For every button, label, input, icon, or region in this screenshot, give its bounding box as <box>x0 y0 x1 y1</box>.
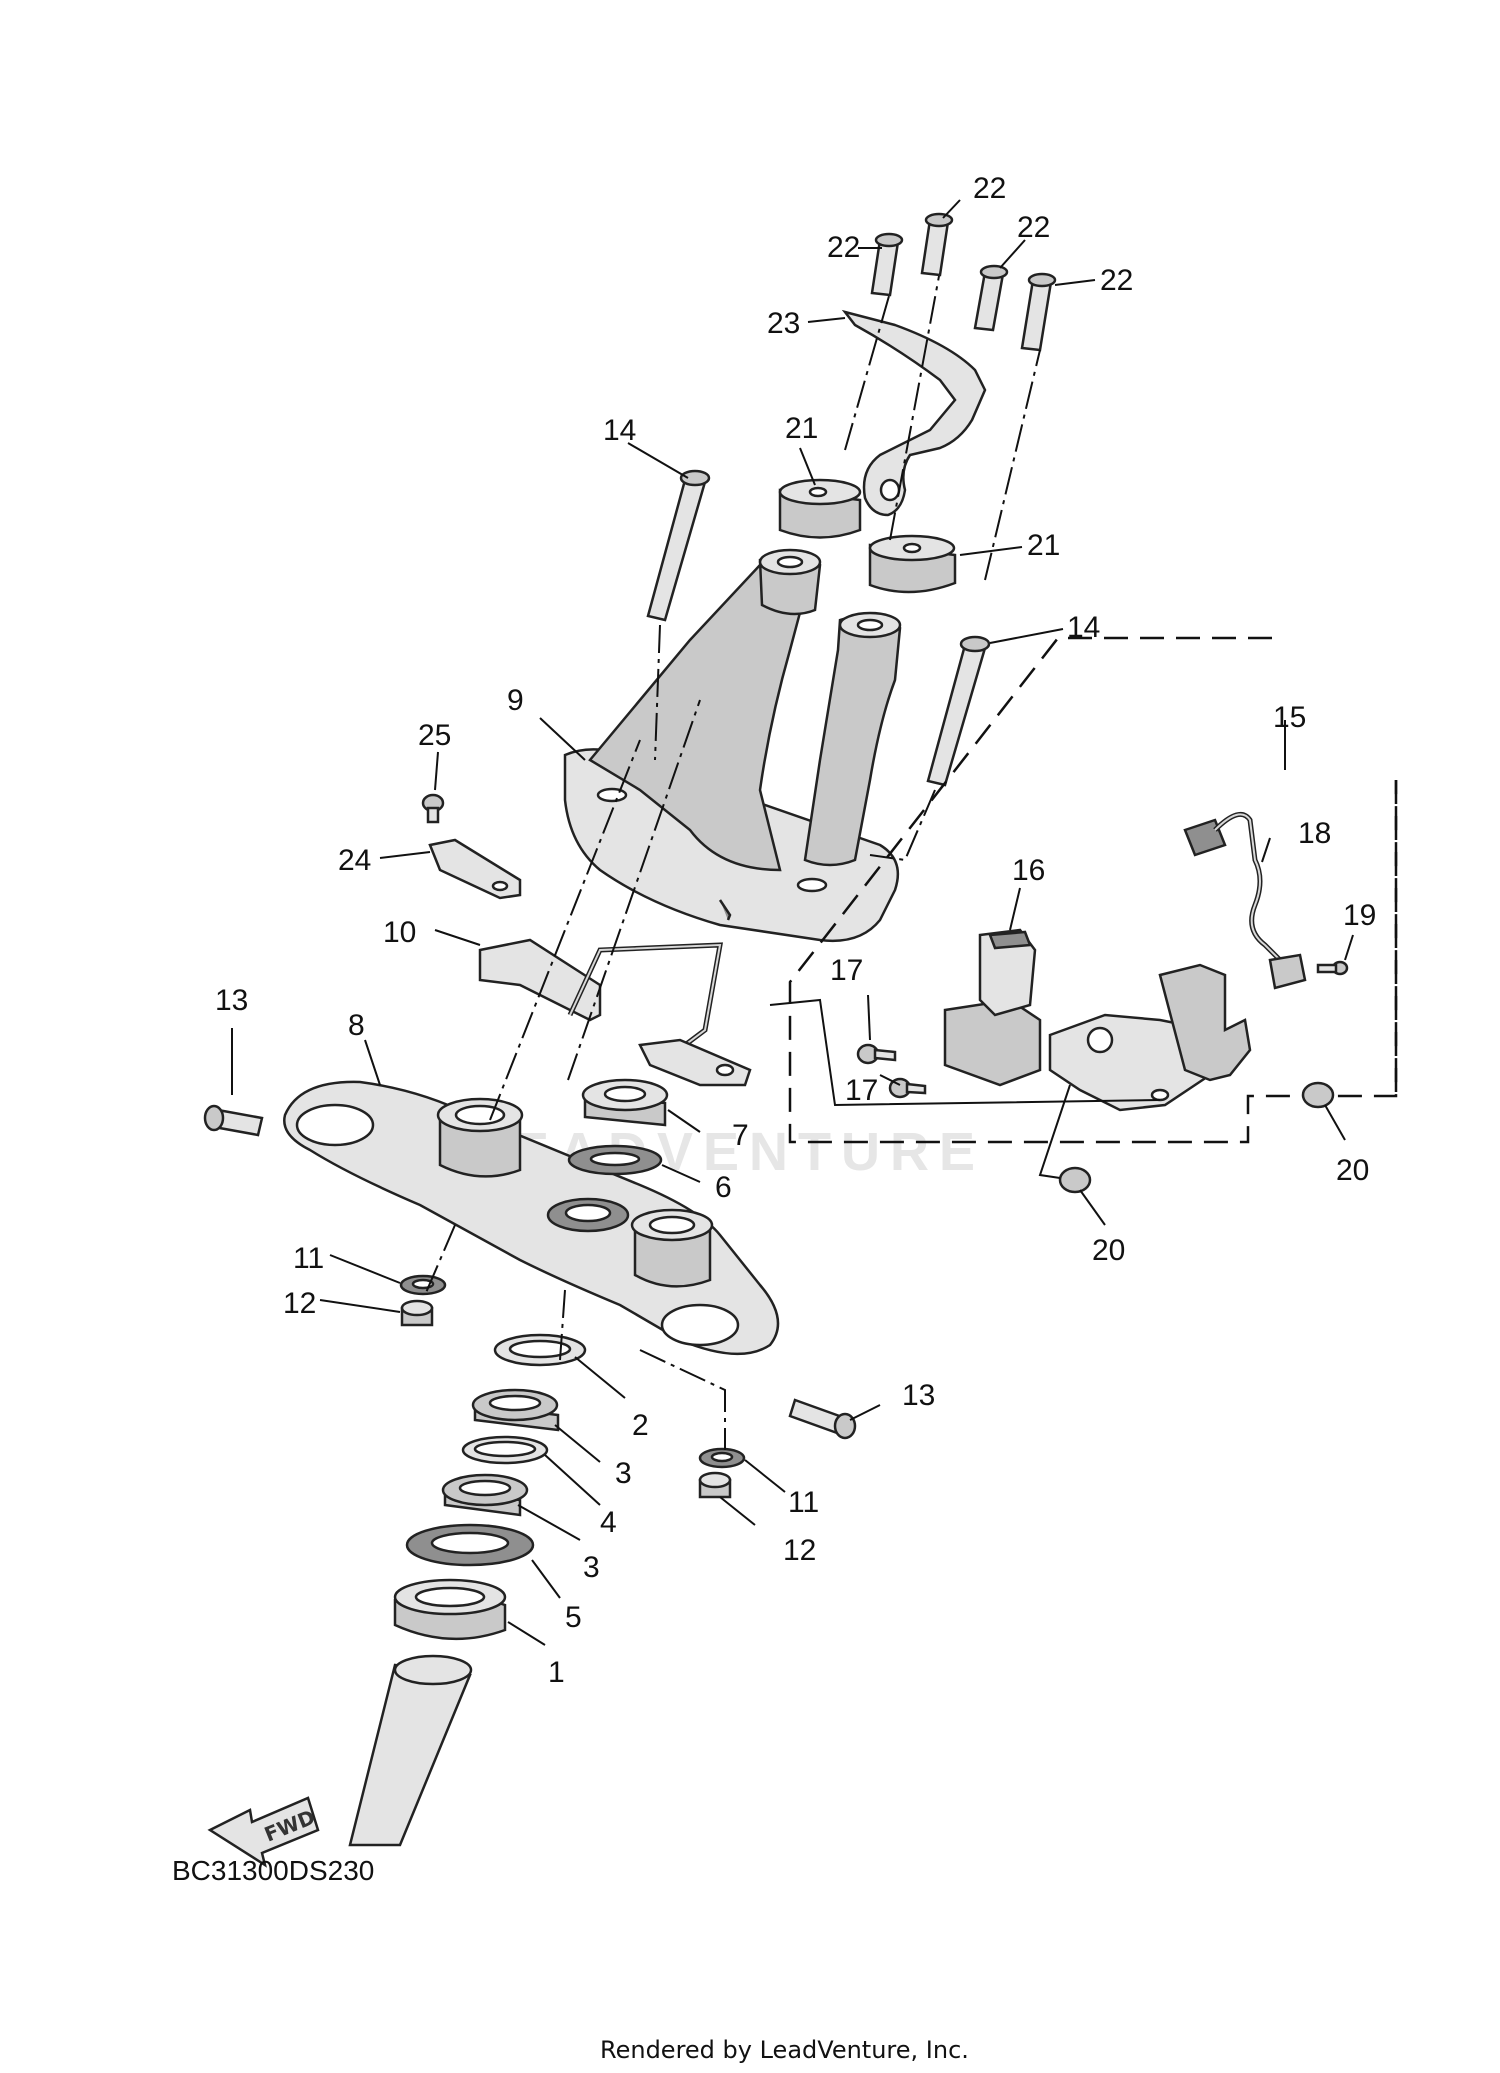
part-18-wire-harness <box>1183 811 1307 990</box>
part-12-nut-left <box>400 1299 434 1327</box>
part-6-washer <box>567 1144 663 1176</box>
callout-22-4: 22 <box>1100 264 1133 297</box>
callout-2: 2 <box>632 1409 649 1442</box>
part-24-bracket <box>428 838 522 900</box>
part-22-bolt-2 <box>920 212 954 277</box>
part-22-bolt-4 <box>1020 272 1057 352</box>
callout-1: 1 <box>548 1656 565 1689</box>
part-25-screw <box>421 793 445 824</box>
part-13-pinch-bolt-right <box>788 1398 857 1440</box>
callout-4: 4 <box>600 1506 617 1539</box>
steering-stem-shaft <box>348 1654 473 1847</box>
part-12-nut-right <box>698 1471 732 1499</box>
part-11-washer-left <box>399 1274 447 1296</box>
callout-25: 25 <box>418 719 451 752</box>
part-19-screw <box>1316 960 1349 976</box>
callout-12-left: 12 <box>283 1287 316 1320</box>
callout-3-upper: 3 <box>615 1457 632 1490</box>
part-4-washer <box>461 1435 549 1465</box>
callout-23: 23 <box>767 307 800 340</box>
part-20-bolt-bottom <box>1058 1166 1092 1194</box>
callout-6: 6 <box>715 1171 732 1204</box>
part-22-bolt-1 <box>870 232 904 297</box>
callout-18: 18 <box>1298 817 1331 850</box>
part-2-ring-nut <box>493 1333 587 1367</box>
callout-5: 5 <box>565 1601 582 1634</box>
part-23-bracket <box>841 309 987 517</box>
callout-7: 7 <box>732 1119 749 1152</box>
callout-19: 19 <box>1343 899 1376 932</box>
callout-10: 10 <box>383 916 416 949</box>
callout-11-left: 11 <box>293 1242 324 1275</box>
callout-15: 15 <box>1273 701 1306 734</box>
leader-lines <box>231 199 1354 1646</box>
part-14-bolt-left <box>646 469 711 622</box>
callout-labels: 1 2 3 3 4 5 6 7 8 9 10 11 11 12 12 13 13… <box>215 172 1376 1689</box>
callout-9: 9 <box>507 684 524 717</box>
callout-8: 8 <box>348 1009 365 1042</box>
part-21-handlebar-holder-left <box>778 478 862 539</box>
part-1-bearing-race <box>393 1578 507 1641</box>
callout-13-left: 13 <box>215 984 248 1017</box>
part-11-washer-right <box>698 1447 746 1469</box>
part-10-bracket <box>478 938 752 1087</box>
part-3-lower-bearing <box>441 1473 529 1517</box>
callout-21-left: 21 <box>785 412 818 445</box>
part-14-bolt-right <box>926 635 991 787</box>
callout-11-right: 11 <box>788 1486 819 1519</box>
callout-17-top: 17 <box>830 954 863 987</box>
part-16-sensor <box>943 928 1042 1087</box>
callout-22-2: 22 <box>973 172 1006 205</box>
part-9-upper-bracket <box>563 548 902 942</box>
render-credit: Rendered by LeadVenture, Inc. <box>600 2036 969 2064</box>
part-8-under-bracket <box>283 1080 780 1356</box>
part-21-handlebar-holder-right <box>868 534 957 594</box>
part-17-screw-top <box>856 1043 897 1065</box>
part-3-upper-bearing <box>471 1388 560 1432</box>
part-13-pinch-bolt-left <box>203 1104 264 1137</box>
assembly-axis-lines <box>424 275 1161 1450</box>
callout-3-lower: 3 <box>583 1551 600 1584</box>
part-20-bolt-right <box>1301 1081 1335 1109</box>
callout-13-right: 13 <box>902 1379 935 1412</box>
callout-24: 24 <box>338 844 371 877</box>
callout-16: 16 <box>1012 854 1045 887</box>
part-16-mount <box>1048 963 1252 1112</box>
part-5-dust-seal <box>405 1523 535 1567</box>
callout-22-1: 22 <box>827 231 860 264</box>
part-7-steering-nut <box>581 1078 669 1127</box>
callout-20-bottom: 20 <box>1092 1234 1125 1267</box>
callout-12-right: 12 <box>783 1534 816 1567</box>
callout-17-bottom: 17 <box>845 1074 878 1107</box>
callout-20-right: 20 <box>1336 1154 1369 1187</box>
callout-22-3: 22 <box>1017 211 1050 244</box>
callout-14-right: 14 <box>1067 611 1100 644</box>
callout-21-right: 21 <box>1027 529 1060 562</box>
callout-14-left: 14 <box>603 414 636 447</box>
part-22-bolt-3 <box>973 264 1009 332</box>
diagram-code: BC31300DS230 <box>172 1855 374 1886</box>
